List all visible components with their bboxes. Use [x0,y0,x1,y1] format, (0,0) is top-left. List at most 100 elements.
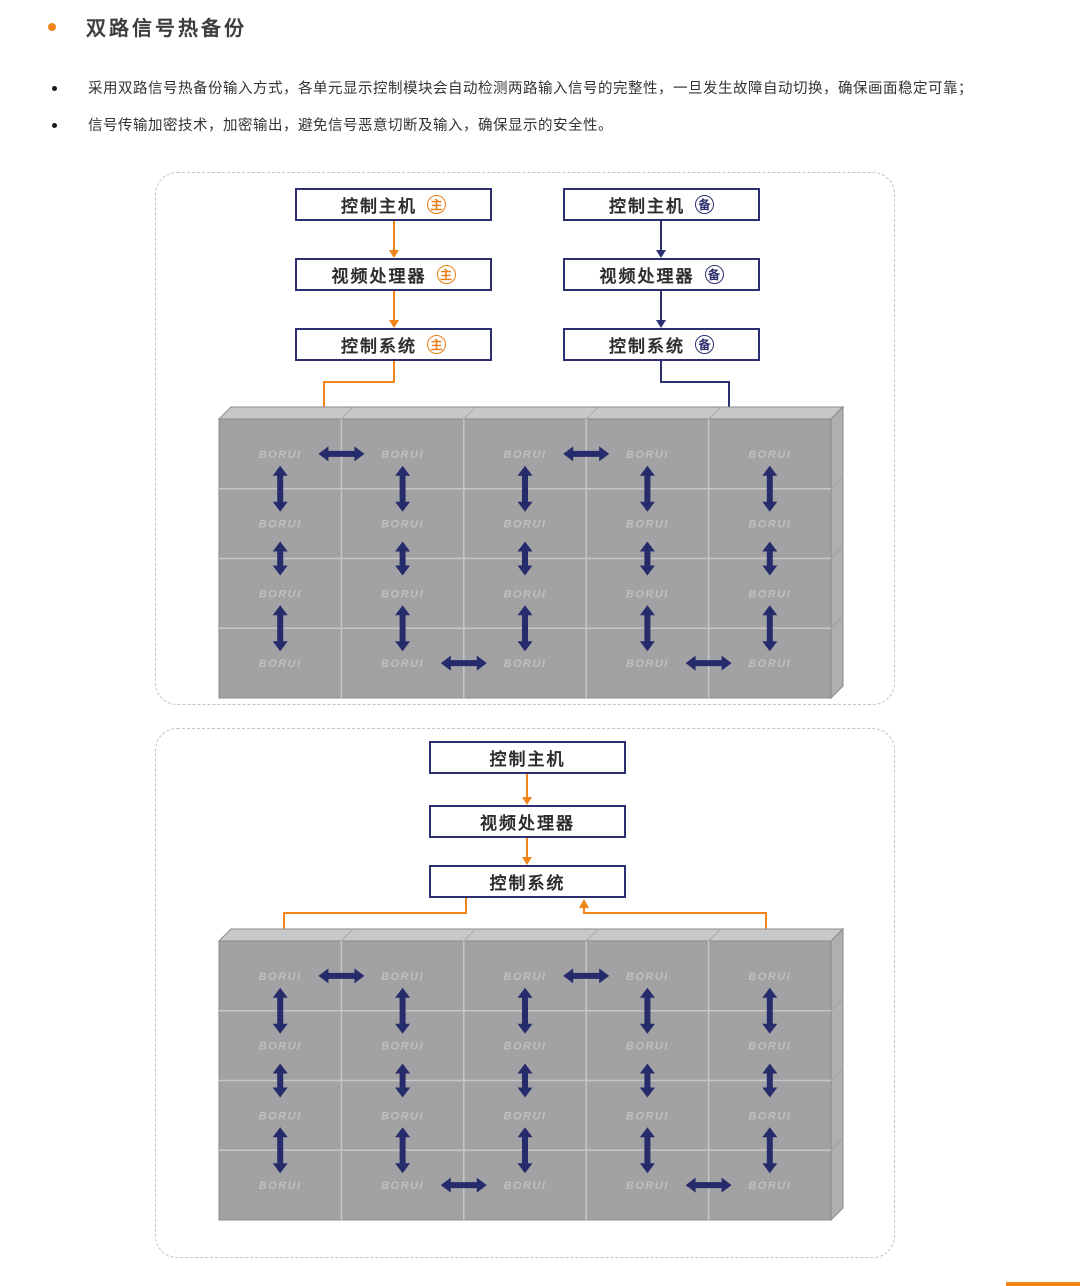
black-dot-icon [52,86,57,91]
double-arrow-icon [639,465,655,512]
arrow-down-icon [522,857,532,865]
double-arrow-icon [563,968,610,984]
borui-watermark: BORUI [504,658,547,670]
double-arrow-icon [272,987,288,1034]
double-arrow-icon [517,1127,533,1174]
double-arrow-icon [762,605,778,652]
primary-badge-icon: 主 [436,265,456,284]
borui-watermark: BORUI [259,658,302,670]
wall-top-face [217,406,845,420]
intro-bullet-2: 信号传输加密技术，加密输出，避免信号恶意切断及输入，确保显示的安全性。 [50,116,1040,136]
node-label: 控制系统 [489,874,566,893]
borui-watermark: BORUI [381,519,424,531]
double-arrow-icon [762,541,778,576]
borui-watermark: BORUI [626,588,669,600]
borui-watermark: BORUI [748,1041,791,1053]
intro-text-1: 采用双路信号热备份输入方式，各单元显示控制模块会自动检测两路输入信号的完整性，一… [88,81,973,97]
borui-watermark: BORUI [259,971,302,983]
borui-watermark: BORUI [381,1180,424,1192]
wall-signal-arrows [272,446,778,671]
node-label: 控制主机 [341,197,417,216]
arrow-down-icon [522,797,532,805]
double-arrow-icon [517,541,533,576]
borui-watermark: BORUI [626,1180,669,1192]
single-chain-connectors [279,774,767,941]
node-control-system-primary: 控制系统 主 [295,328,492,361]
node-video-processor: 视频处理器 [429,805,626,838]
double-arrow-icon [685,1177,732,1193]
borui-watermark: BORUI [381,658,424,670]
node-label: 控制主机 [609,197,685,216]
double-arrow-icon [395,987,411,1034]
wall-front-face [218,940,832,1221]
arrow-down-icon [389,250,399,258]
double-arrow-icon [517,605,533,652]
borui-watermark: BORUI [504,519,547,531]
borui-watermark: BORUI [259,519,302,531]
node-label: 视频处理器 [331,267,427,286]
black-dot-icon [52,123,57,129]
double-arrow-icon [395,605,411,652]
wall-signal-arrows [272,968,778,1193]
node-control-system-backup: 控制系统 备 [563,328,760,361]
double-arrow-icon [272,541,288,576]
double-arrow-icon [272,1063,288,1098]
borui-watermark: BORUI [748,449,791,461]
borui-watermark: BORUI [259,588,302,600]
borui-watermark: BORUI [748,971,791,983]
footer-accent-bar [1006,1282,1080,1286]
intro-bullet-1: 采用双路信号热备份输入方式，各单元显示控制模块会自动检测两路输入信号的完整性，一… [50,79,1040,99]
video-wall: BORUI BORUI BORUI BORUI BORUI BORUI BORUI BORUI… [217,927,845,1222]
double-arrow-icon [762,987,778,1034]
orange-bullet-icon [48,22,56,31]
borui-watermark: BORUI [259,1110,302,1122]
section-heading: 双路信号热备份 [48,12,247,41]
borui-watermark: BORUI [626,1041,669,1053]
node-label: 视频处理器 [599,267,695,286]
borui-watermark: BORUI [259,1041,302,1053]
borui-watermark: BORUI [504,1041,547,1053]
borui-watermark: BORUI [504,449,547,461]
arrow-down-icon [279,933,289,941]
double-arrow-icon [395,465,411,512]
borui-watermark: BORUI [626,1110,669,1122]
double-arrow-icon [395,1063,411,1098]
intro-text-2: 信号传输加密技术，加密输出，避免信号恶意切断及输入，确保显示的安全性。 [88,118,613,135]
borui-watermark: BORUI [748,588,791,600]
double-arrow-icon [395,1127,411,1174]
arrow-down-icon [656,250,666,258]
wall-front-face [218,418,832,699]
backup-badge-icon: 备 [695,335,714,354]
wall-side-face [830,405,844,700]
single-chain-diagram: BORUI BORUI BORUI BORUI BORUI BORUI BORUI BORUI… [155,728,895,1258]
double-arrow-icon [272,1127,288,1174]
borui-watermark: BORUI [748,519,791,531]
double-arrow-icon [639,605,655,652]
borui-watermark: BORUI [626,658,669,670]
backup-badge-icon: 备 [695,195,714,214]
wall-side-face [830,927,844,1222]
node-label: 控制系统 [609,337,685,356]
node-video-processor-primary: 视频处理器 主 [295,258,492,291]
borui-watermark: BORUI [259,1180,302,1192]
node-control-host-primary: 控制主机 主 [295,188,492,221]
borui-watermark: BORUI [748,1180,791,1192]
double-arrow-icon [318,446,365,462]
double-arrow-icon [639,1063,655,1098]
double-arrow-icon [762,1127,778,1174]
page-title: 双路信号热备份 [86,18,247,40]
arrow-down-icon [656,320,666,328]
borui-watermark: BORUI [381,588,424,600]
arrow-down-icon [319,411,329,419]
double-arrow-icon [639,987,655,1034]
borui-watermark: BORUI [748,658,791,670]
double-arrow-icon [762,1063,778,1098]
double-arrow-icon [440,655,487,671]
double-arrow-icon [318,968,365,984]
arrow-up-icon [579,899,589,908]
borui-watermark: BORUI [504,588,547,600]
arrow-down-icon [389,320,399,328]
wall-top-face [217,928,845,942]
borui-watermark: BORUI [626,971,669,983]
node-label: 控制系统 [341,337,417,356]
